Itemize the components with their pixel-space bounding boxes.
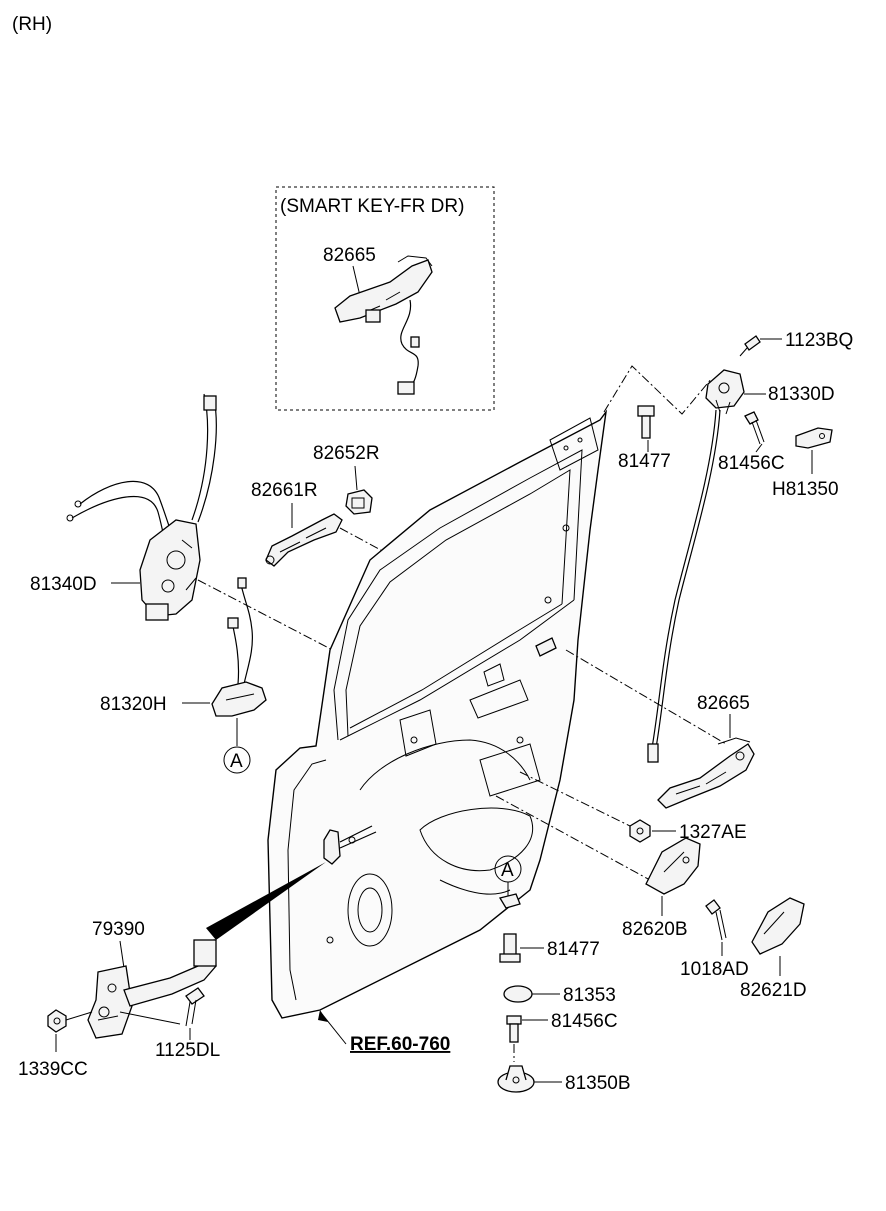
outside-handle-parts: 82652R 82661R [251,443,567,651]
smart-key-group-title: (SMART KEY-FR DR) [280,196,464,217]
marker-a-left [223,746,251,774]
bracket-h81350 [795,427,833,449]
screw-1018ad [705,899,727,941]
callout-wedge [206,862,326,940]
check-strap-79390 [87,939,217,1039]
screw-1123bq [744,335,761,351]
outside-handle-82661r [265,513,343,567]
label-81477-bottom: 81477 [547,939,600,960]
marker-a-right-text: A [501,860,514,881]
smart-key-outside-handle [334,255,433,395]
dashed-ref-1327ae [519,771,631,827]
actuator-81330d [705,369,745,415]
label-82665-right: 82665 [697,693,750,714]
smart-key-part-number: 82665 [323,245,376,266]
label-82620b: 82620B [622,919,688,940]
label-81353: 81353 [563,985,616,1006]
smart-key-leader [352,265,361,297]
label-1125dl: 1125DL [155,1040,220,1061]
dashed-ref-82661r [339,527,567,651]
label-82652r: 82652R [313,443,380,464]
bracket-small [498,893,521,909]
nut-1339cc [47,1009,67,1033]
washer-81353 [503,985,533,1003]
cable-81330d [651,409,717,749]
label-81330d: 81330D [768,384,835,405]
bolt-81477-bottom [499,933,521,963]
label-81340d: 81340D [30,574,97,595]
screw-81456c-bottom [506,1015,522,1043]
label-81350b: 81350B [565,1073,631,1094]
dashed-ref-82665 [565,649,727,745]
latch-81340d [66,393,217,621]
label-1123bq: 1123BQ [785,330,853,351]
inside-handle-82620b [645,837,701,895]
label-82661r: 82661R [251,480,318,501]
nut-1327ae [629,819,651,843]
handle-cover-82652r [345,489,373,515]
label-1339cc: 1339CC [18,1059,88,1080]
label-79390: 79390 [92,919,145,940]
screw-81456c-top [744,411,765,445]
inside-handle-81320h [211,577,267,717]
smart-key-group-box [275,186,495,411]
door-inner-panel [267,409,608,1019]
label-1327ae: 1327AE [679,822,747,843]
dashed-ref-82620b [495,795,651,881]
top-right-group: 1123BQ 81330D 81477 81456C [603,330,853,763]
handle-cover-82621d [751,897,805,955]
outside-handle-82665 [657,737,755,809]
smart-key-group: (SMART KEY-FR DR) 82665 [275,186,495,411]
label-h81350: H81350 [772,479,839,500]
label-81320h: 81320H [100,694,167,715]
bolt-81477-top [637,405,655,439]
label-81456c-bottom: 81456C [551,1011,618,1032]
ref-label: REF.60-760 [350,1034,450,1055]
label-1018ad: 1018AD [680,959,749,980]
dashed-ref-81330d [603,365,713,415]
striker-81350b [497,1065,535,1093]
label-81477-top: 81477 [618,451,671,472]
marker-a-left-text: A [230,751,243,772]
label-81456c-top: 81456C [718,453,785,474]
bolt-1125dl [185,987,205,1027]
side-label: (RH) [12,14,52,35]
label-82621d: 82621D [740,980,807,1001]
